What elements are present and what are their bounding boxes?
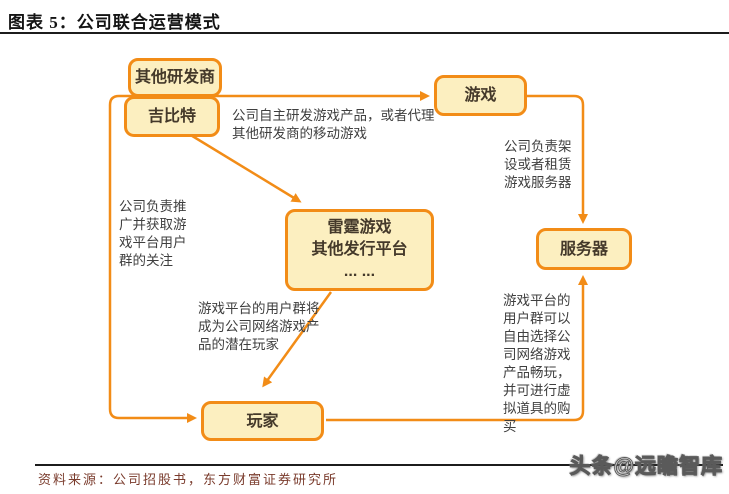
node-gbits: 吉比特 bbox=[124, 96, 220, 137]
node-game: 游戏 bbox=[434, 75, 527, 116]
link-players-to-server bbox=[326, 275, 588, 422]
connector-lines bbox=[108, 91, 588, 423]
link-platforms-to-players bbox=[262, 291, 333, 388]
note-purchase: 游戏平台的 用户群可以 自由选择公 司网络游戏 产品畅玩， 并可进行虚 拟道具的… bbox=[503, 293, 571, 434]
node-players: 玩家 bbox=[201, 401, 324, 441]
note-server-setup: 公司负责架 设或者租赁 游戏服务器 bbox=[504, 139, 572, 190]
node-server: 服务器 bbox=[536, 228, 632, 270]
link-game-to-server bbox=[527, 94, 588, 224]
link-gbits-to-game-and-players bbox=[108, 91, 430, 423]
watermark: 头条@远瞻智库 bbox=[569, 455, 723, 479]
node-platforms: 雷霆游戏 其他发行平台 ... ... bbox=[285, 209, 434, 291]
node-other-developers: 其他研发商 bbox=[128, 58, 222, 97]
title-divider bbox=[0, 32, 729, 34]
note-potential-players: 游戏平台的用户群将 成为公司网络游戏产 品的潜在玩家 bbox=[198, 301, 320, 352]
note-promotion: 公司负责推 广并获取游 戏平台用户 群的关注 bbox=[119, 199, 187, 268]
source-note: 资料来源：公司招股书，东方财富证券研究所 bbox=[38, 472, 339, 487]
footer-divider bbox=[35, 464, 723, 466]
figure-title: 图表 5：公司联合运营模式 bbox=[8, 13, 221, 32]
note-self-developed-games: 公司自主研发游戏产品，或者代理 其他研发商的移动游戏 bbox=[232, 108, 435, 141]
flow-diagram: 其他研发商 吉比特 游戏 雷霆游戏 其他发行平台 ... ... 服务器 玩家 … bbox=[0, 34, 729, 460]
link-gbits-to-platforms bbox=[188, 132, 302, 203]
